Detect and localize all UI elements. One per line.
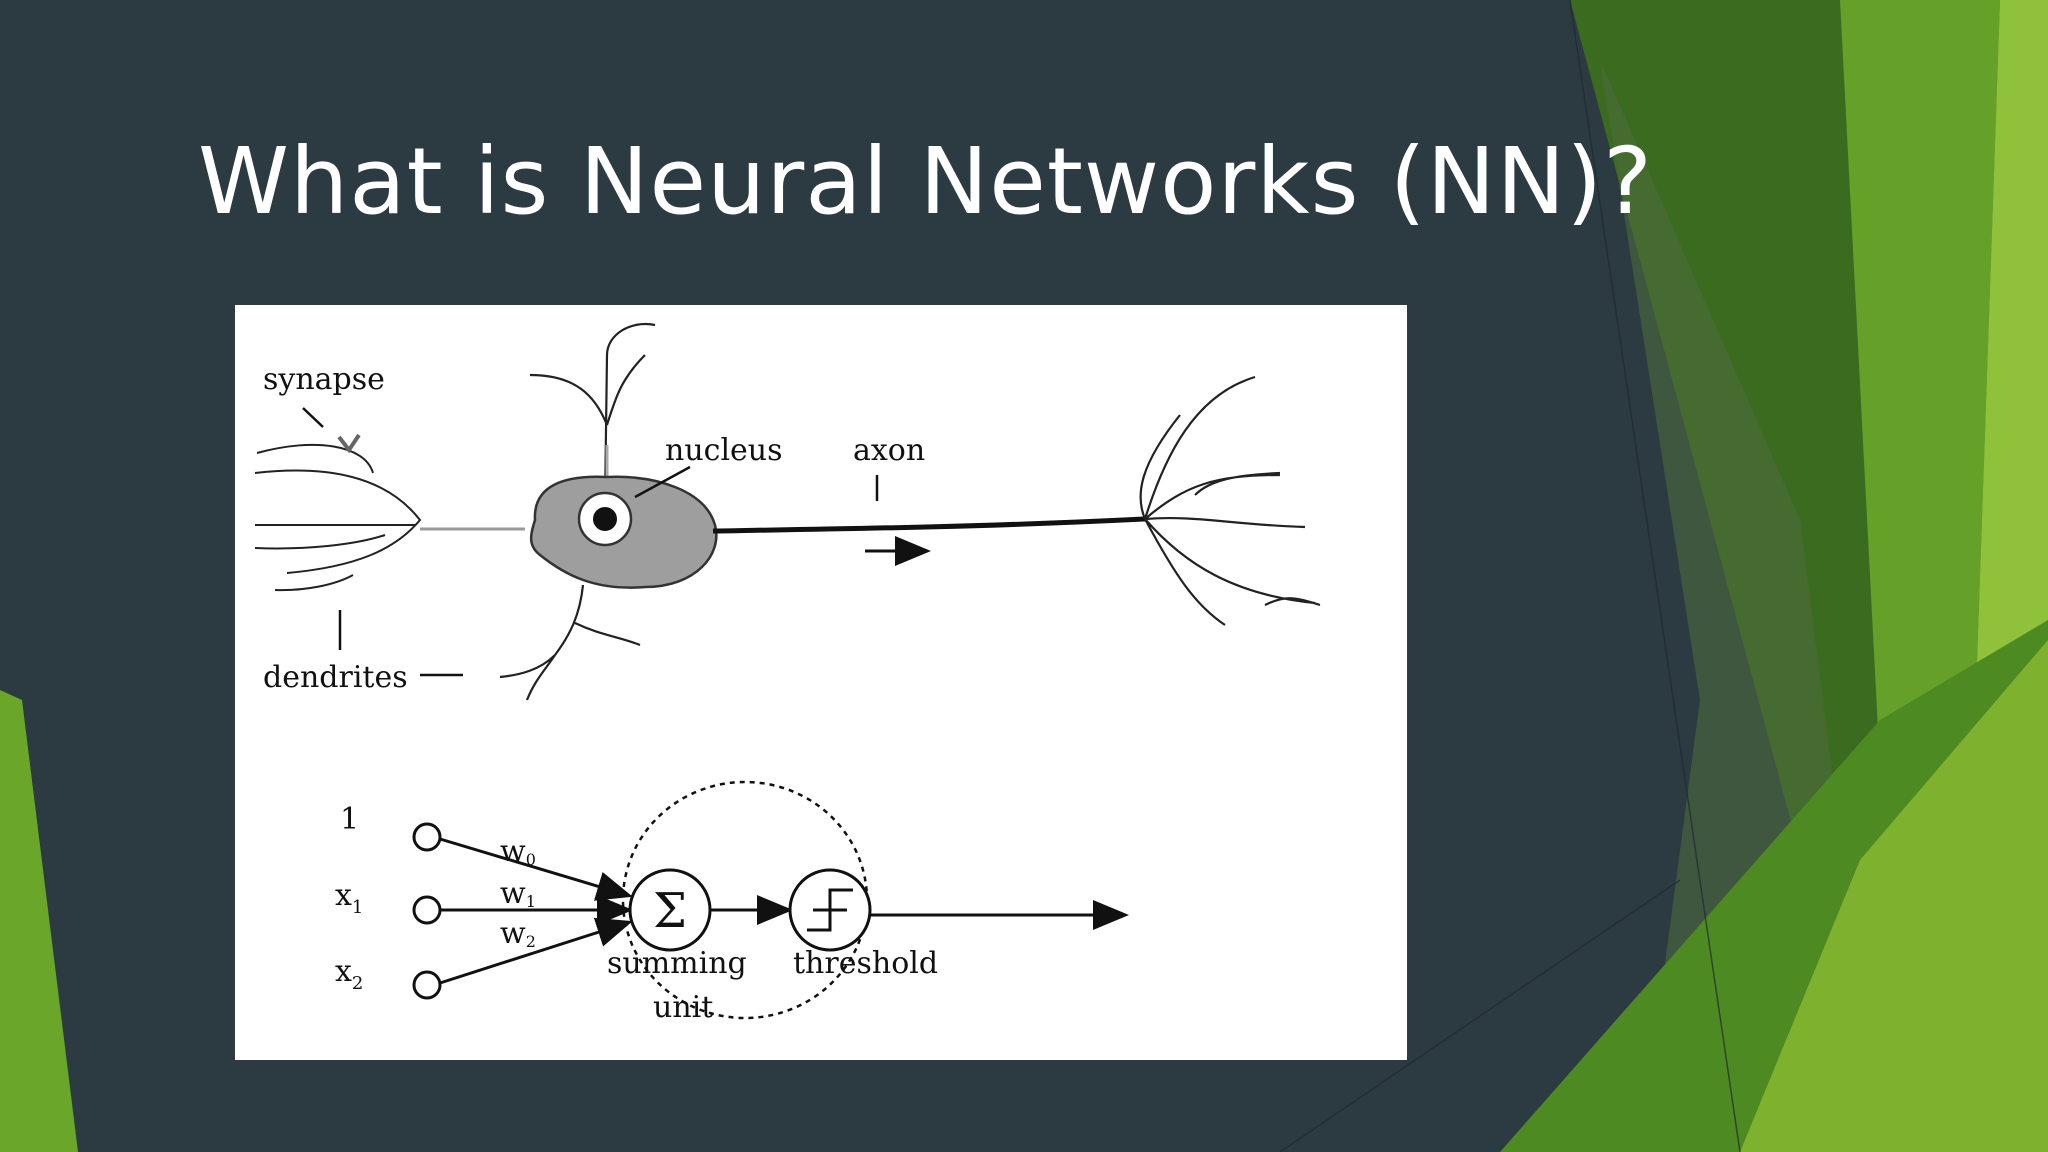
synapse-label: synapse [263,362,385,397]
axon-label: axon [853,433,925,468]
weight-label-w0: w0 [500,834,536,869]
threshold-label: threshold [793,946,938,981]
input-node-bias [412,822,442,852]
weight-edge-w2 [439,917,633,985]
summing-unit-label: summing [607,946,747,981]
nucleus-label: nucleus [665,433,783,468]
green-shape-left-bottom [0,690,78,1152]
nucleus-core [593,507,617,531]
dendrites-label: dendrites [263,660,408,695]
biological-neuron: synapse nucleus axon dendrit [254,322,1321,701]
synapse-marker [337,433,361,454]
bottom-dendrites [499,584,641,701]
slide-title: What is Neural Networks (NN)? [198,128,1653,235]
synapse-pointer [302,407,324,428]
perceptron-model: 1 x1 x2 w0 w1 w2 Σ [335,780,1129,1025]
input-node-x2 [412,970,442,1000]
axon-terminal-branches [1139,375,1321,626]
weight-label-w2: w2 [500,916,536,951]
weight-label-w1: w1 [500,876,536,911]
sum-symbol: Σ [653,883,687,939]
summing-unit-label-2: unit [653,990,713,1025]
step-function-icon [807,888,853,932]
neuron-and-perceptron-diagram: synapse nucleus axon dendrit [254,322,1321,1025]
left-dendrite-branches [254,443,422,592]
input-label-x1: x1 [335,878,363,918]
axon-fibre [712,516,1146,534]
figure-panel: synapse nucleus axon dendrit [235,305,1407,1060]
input-label-x2: x2 [335,954,363,994]
input-node-x1 [412,895,442,925]
input-label-bias: 1 [340,802,359,837]
green-shape-bottom-bright [1740,640,2048,1152]
thin-accent-line-2 [1279,879,1681,1152]
thin-accent-line-1 [1569,0,1741,1152]
nucleus-pointer [634,465,691,499]
top-dendrites [529,322,656,506]
weight-edge-w0 [439,837,633,901]
